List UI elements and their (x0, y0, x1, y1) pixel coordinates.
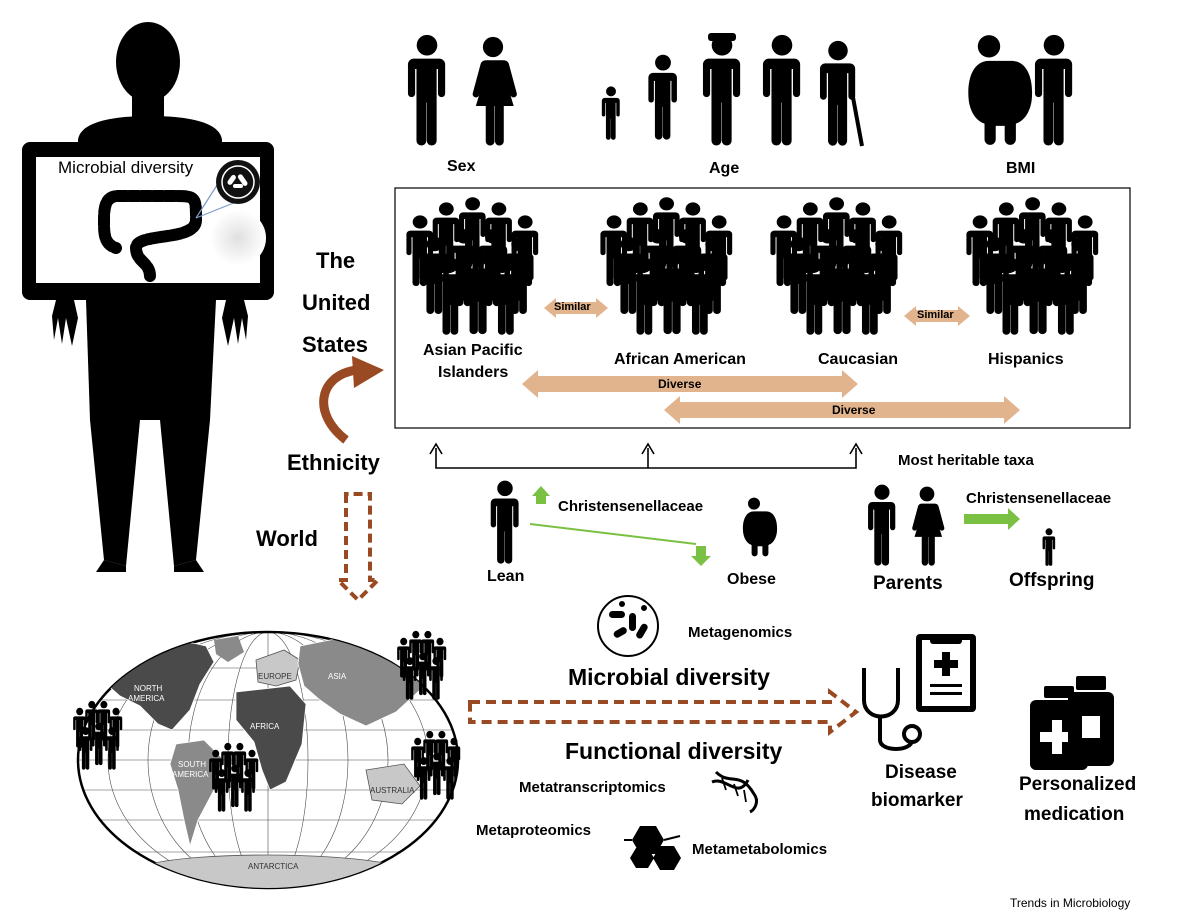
diverse-arrow-1 (522, 370, 858, 398)
metagenomics-label: Metagenomics (688, 624, 793, 641)
world-label: World (256, 526, 318, 551)
metaproteomics-label: Metaproteomics (476, 822, 592, 839)
metametabolomics-label: Metametabolomics (692, 841, 828, 858)
map-label-sa-2: AMERICA (172, 770, 209, 779)
diverse-arrow-2 (664, 396, 1020, 424)
map-label-africa: AFRICA (250, 722, 280, 731)
us-label-united: United (302, 290, 371, 315)
world-map (76, 630, 460, 890)
crowd-caucasian (770, 197, 902, 335)
stethoscope-clipboard-icon (862, 634, 976, 751)
offspring-icon (1042, 528, 1056, 566)
similar-label-1: Similar (554, 301, 591, 313)
similar-arrow-1 (544, 298, 608, 318)
map-label-na-2: AMERICA (128, 694, 165, 703)
christensenellaceae-label-1: Christensenellaceae (558, 498, 704, 515)
diverse-label-1: Diverse (658, 377, 702, 391)
monitor-label: Microbial diversity (58, 158, 194, 177)
disease-label-2: biomarker (871, 790, 963, 811)
bmi-icons (966, 34, 1073, 146)
map-label-asia: ASIA (328, 672, 347, 681)
personalized-label-2: medication (1024, 804, 1125, 825)
metatranscriptomics-label: Metatranscriptomics (519, 779, 666, 796)
map-label-australia: AUSTRALIA (370, 786, 415, 795)
microbial-diversity-label: Microbial diversity (568, 664, 770, 690)
similar-arrow-2 (904, 306, 970, 326)
asian-pacific-label-2: Islanders (438, 364, 509, 381)
connector-arrows (429, 442, 863, 469)
petri-dish-icon (597, 595, 659, 657)
us-label-the: The (316, 248, 356, 273)
functional-diversity-label: Functional diversity (565, 738, 783, 764)
sex-icons (407, 34, 517, 146)
medication-bottles-icon (1030, 676, 1114, 770)
age-icons (601, 33, 864, 147)
diverse-label-2: Diverse (832, 403, 876, 417)
obese-person-icon (742, 497, 778, 557)
diversity-dashed-arrow (468, 687, 860, 737)
map-label-antarctica: ANTARCTICA (248, 862, 299, 871)
us-label-states: States (302, 332, 369, 357)
offspring-label: Offspring (1009, 570, 1095, 591)
parents-label: Parents (873, 573, 943, 594)
ethnicity-label: Ethnicity (287, 450, 380, 475)
crowd-african (600, 197, 732, 335)
microbial-monitor (22, 142, 274, 300)
bmi-label: BMI (1006, 160, 1036, 177)
world-dashed-arrow (333, 492, 383, 603)
age-label: Age (709, 160, 740, 177)
most-heritable-label: Most heritable taxa (898, 452, 1034, 469)
us-curved-arrow (319, 365, 357, 444)
map-label-europe: EUROPE (258, 672, 292, 681)
hispanics-label: Hispanics (988, 351, 1064, 368)
green-right-arrow (964, 508, 1020, 530)
map-label-sa-1: SOUTH (178, 760, 206, 769)
caucasian-label: Caucasian (818, 351, 899, 368)
intestine-icon (97, 190, 203, 282)
obese-label: Obese (727, 571, 776, 588)
lean-person-icon (490, 480, 519, 564)
personalized-label-1: Personalized (1019, 774, 1137, 795)
journal-credit: Trends in Microbiology (1010, 896, 1131, 910)
crowd-hispanic (966, 197, 1098, 335)
african-american-label: African American (614, 351, 746, 368)
map-label-na-1: NORTH (134, 684, 163, 693)
molecule-icon (624, 826, 681, 870)
lean-label: Lean (487, 568, 525, 585)
similar-label-2: Similar (917, 309, 954, 321)
disease-label-1: Disease (885, 762, 957, 783)
green-down-arrow (691, 546, 711, 566)
dna-icon (711, 770, 758, 814)
green-diagonal (529, 523, 697, 545)
asian-pacific-label-1: Asian Pacific (423, 342, 523, 359)
ethnicity-box (394, 187, 1131, 429)
us-arrow-head (352, 356, 384, 388)
green-up-arrow (532, 486, 550, 504)
parents-icon (868, 484, 945, 566)
sex-label: Sex (447, 158, 476, 175)
christensenellaceae-label-2: Christensenellaceae (966, 490, 1112, 507)
crowd-asian (406, 197, 538, 335)
